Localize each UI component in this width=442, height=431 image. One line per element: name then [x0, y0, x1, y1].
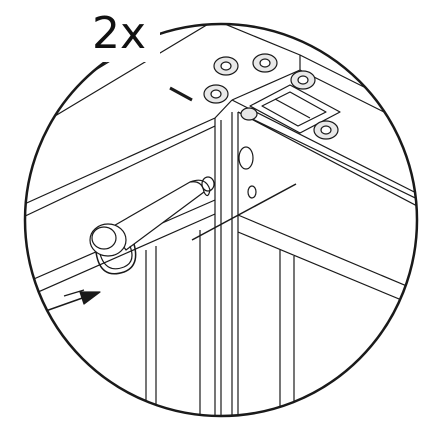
- quantity-label: 2x: [88, 6, 151, 62]
- plate-mark: [169, 86, 193, 102]
- washer-icon: [203, 53, 339, 140]
- corner-post: [214, 112, 239, 416]
- slot-plate-icon: [249, 84, 341, 134]
- arrow-guide-line: [63, 289, 85, 297]
- post-holes: [201, 146, 257, 199]
- leader-line: [191, 183, 297, 241]
- locking-pin-icon: [89, 179, 211, 275]
- left-frame-panel: [25, 199, 216, 416]
